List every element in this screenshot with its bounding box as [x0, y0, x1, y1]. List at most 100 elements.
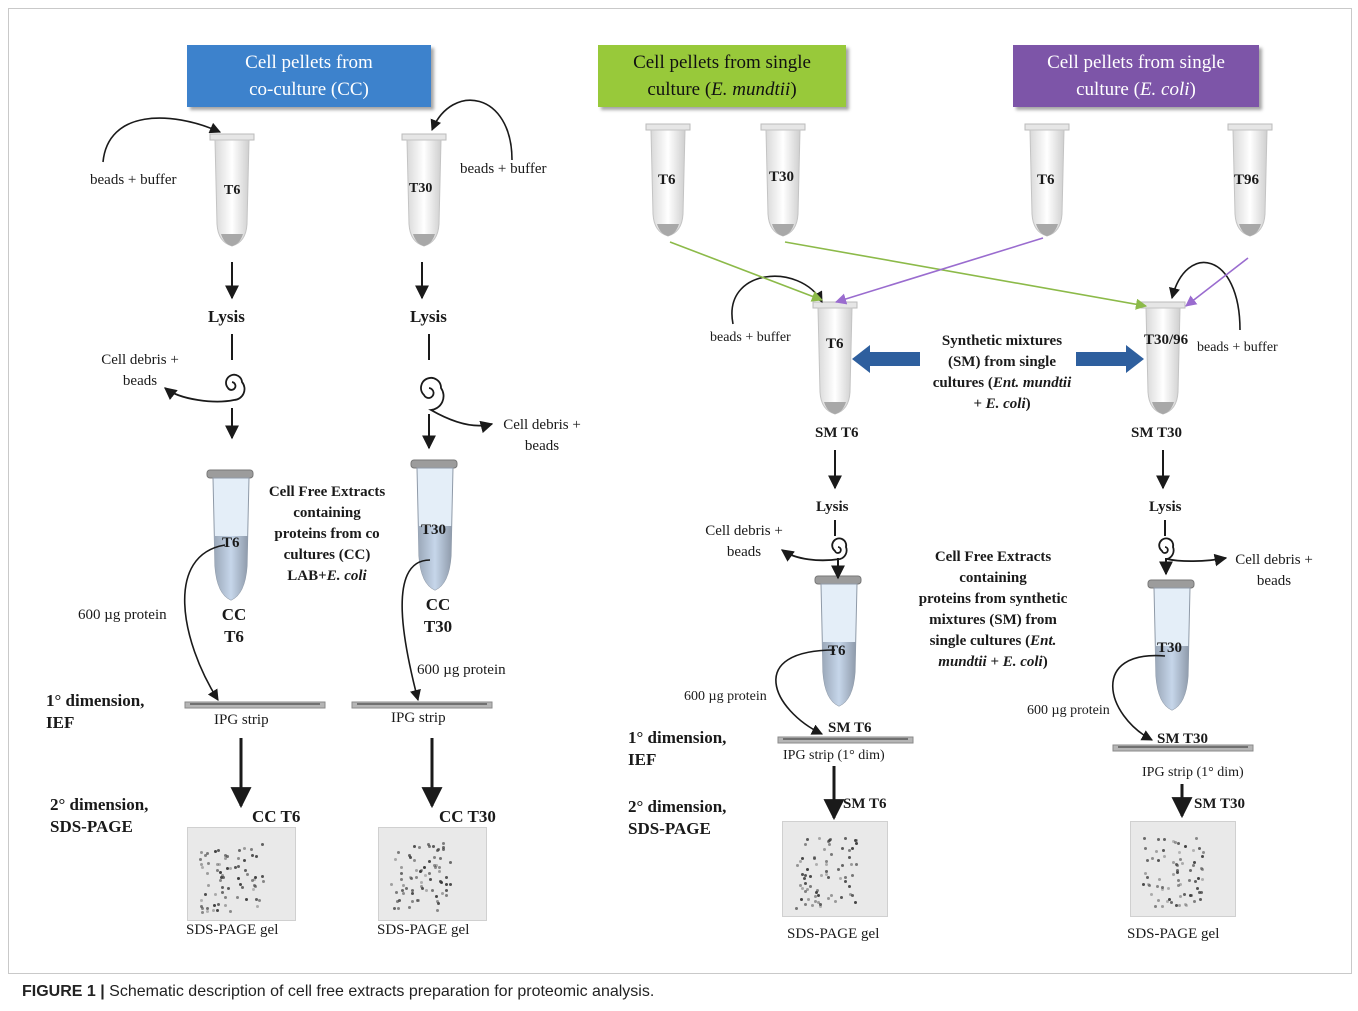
gel-spot	[204, 893, 207, 896]
gel-spot	[806, 868, 809, 871]
gel-spot	[442, 848, 445, 851]
synthetic-mixtures-label: Synthetic mixtures (SM) from single cult…	[932, 333, 1072, 412]
tube-label-ec-t96: T96	[1234, 172, 1260, 188]
gel-spot	[440, 881, 443, 884]
gel-spot	[825, 863, 828, 866]
gel-spot	[1177, 884, 1180, 887]
gel-spot	[804, 882, 807, 885]
flow-arrows	[225, 262, 1193, 821]
gel-spot	[1157, 838, 1160, 841]
debris-cc-t6: Cell debris + beads	[101, 352, 179, 389]
gel-spot	[1198, 891, 1201, 894]
gel-spot	[851, 847, 854, 850]
gel-spot	[1144, 872, 1147, 875]
gel-spot	[844, 837, 847, 840]
gel-spot	[1195, 837, 1198, 840]
gel-spot	[397, 907, 400, 910]
gel-spot	[1146, 876, 1149, 879]
extract-tube-sm-t30	[1147, 579, 1195, 711]
gel-spot	[213, 904, 216, 907]
gel-spot	[415, 869, 418, 872]
gel-spot	[823, 848, 826, 851]
lysis-cc-t30: Lysis	[410, 307, 447, 326]
gel-spot	[416, 899, 419, 902]
gel-spot	[234, 866, 237, 869]
gel-spot	[837, 868, 840, 871]
gel-spot	[261, 875, 264, 878]
gel-spot	[431, 889, 434, 892]
gel-spot	[432, 845, 435, 848]
gel-spot	[413, 845, 416, 848]
gel-spot	[1150, 893, 1153, 896]
gel-spot	[849, 893, 852, 896]
protein-sm-t30: 600 µg protein	[1027, 703, 1110, 718]
gel-spot	[221, 891, 224, 894]
gel-spot	[218, 863, 221, 866]
gel-spot	[1176, 871, 1179, 874]
gel-spot	[200, 905, 203, 908]
gel-spot	[825, 860, 828, 863]
gel-spot	[229, 867, 232, 870]
gel-spot	[250, 848, 253, 851]
gel-spot	[212, 909, 215, 912]
gel-spot	[1178, 851, 1181, 854]
sm-t6-label-strip: SM T6	[828, 720, 872, 736]
tube-ec-t96	[1227, 123, 1273, 237]
cc-t6-label: CC T6	[221, 605, 247, 646]
gel-spot	[221, 886, 224, 889]
gel-spot	[445, 876, 448, 879]
gel-spot	[256, 905, 259, 908]
gel-spot	[811, 904, 814, 907]
gel-spot	[817, 901, 820, 904]
extract-label-cc-t30: T30	[421, 522, 447, 538]
gel-spot	[827, 897, 830, 900]
gel-spot	[1151, 857, 1154, 860]
gel-spot	[435, 864, 438, 867]
gel-spot	[1201, 868, 1204, 871]
beads-buffer-sm-t6: beads + buffer	[710, 330, 791, 345]
gel-spot	[418, 846, 421, 849]
gel-spot	[1190, 894, 1193, 897]
gel-spot	[1188, 879, 1191, 882]
gel-label-sm-t30: SDS-PAGE gel	[1127, 926, 1220, 942]
gel-spot	[226, 867, 229, 870]
gel-spot	[1154, 905, 1157, 908]
gel-spot	[1156, 885, 1159, 888]
gel-spot	[441, 892, 444, 895]
gel-spot	[216, 909, 219, 912]
cfe-sm-label: Cell Free Extracts containing proteins f…	[918, 549, 1068, 670]
gel-spot	[435, 895, 438, 898]
extract-label-sm-t30: T30	[1157, 640, 1183, 656]
gel-spot	[236, 896, 239, 899]
gel-spot	[840, 896, 843, 899]
gel-spot	[1172, 840, 1175, 843]
extract-tube-cc-t6	[206, 469, 254, 601]
gel-spot	[1200, 891, 1203, 894]
gel-spot	[428, 845, 431, 848]
gel-spot	[390, 883, 393, 886]
gel-spot	[828, 843, 831, 846]
gel-spot	[839, 877, 842, 880]
gel-spot	[251, 879, 254, 882]
gel-spot	[408, 906, 411, 909]
gel-spot	[1155, 850, 1158, 853]
gel-spot	[445, 889, 448, 892]
gel-spot	[261, 843, 264, 846]
gel-spot	[442, 842, 445, 845]
gel-spot	[206, 907, 209, 910]
gel-spot	[254, 885, 257, 888]
beads-buffer-cc-t6: beads + buffer	[90, 172, 177, 188]
gel-spot	[804, 903, 807, 906]
gel-spot	[1162, 849, 1165, 852]
gel-spot	[851, 874, 854, 877]
gel-image-cc-t30	[378, 827, 487, 921]
lysis-sm-t30: Lysis	[1149, 499, 1182, 515]
gel-spot	[219, 879, 222, 882]
gel-spot	[1172, 873, 1175, 876]
gel-spot	[1167, 887, 1170, 890]
gel-spot	[254, 876, 257, 879]
sm-t30-label-tube: SM T30	[1131, 425, 1182, 441]
synthetic-block-arrows	[852, 345, 1144, 373]
gel-spot	[1200, 867, 1203, 870]
gel-spot	[825, 873, 828, 876]
